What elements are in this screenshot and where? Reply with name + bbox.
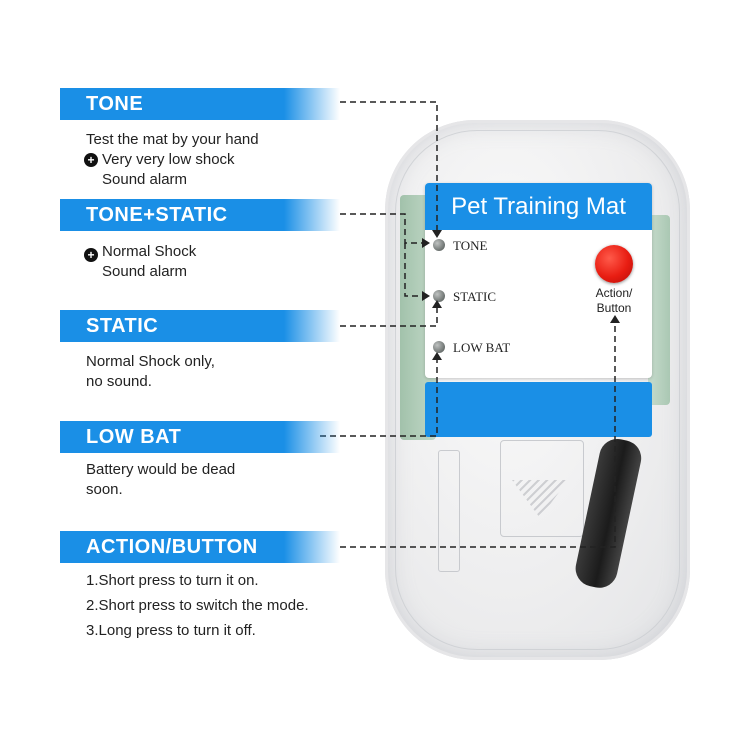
callout-tone-static-plus-line: Normal Shock [102, 243, 197, 260]
circuit-board-right [648, 215, 670, 405]
device-title: Pet Training Mat [425, 183, 652, 230]
callout-tone-plus-line: Sound alarm [102, 171, 188, 188]
callout-low-bat-desc: Battery would be dead soon. [86, 460, 235, 500]
callout-tone-static-plus-line: Sound alarm [102, 263, 188, 280]
callout-tone-desc: Test the mat by your hand + Very very lo… [84, 130, 259, 190]
arrowhead-low-bat [432, 352, 442, 360]
callout-tone-static-desc: + Normal Shock Sound alarm [84, 242, 197, 282]
callout-static-line: no sound. [86, 373, 152, 390]
arrowhead-tone-static-a [422, 238, 430, 248]
led-low-bat-icon [433, 341, 445, 353]
action-button[interactable] [595, 245, 633, 283]
arrowhead-action-button [610, 315, 620, 323]
arrowhead-tone [432, 230, 442, 238]
connector-tone-static-top [340, 213, 425, 244]
callout-static-desc: Normal Shock only, no sound. [86, 352, 215, 392]
callout-low-bat-line: Battery would be dead [86, 461, 236, 478]
connector-tone-static-bottom [404, 243, 425, 297]
connector-tone [340, 101, 438, 233]
indicator-tone-label: TONE [453, 238, 488, 253]
device-label-card: Pet Training Mat TONE STATIC LOW BAT [425, 183, 652, 378]
device-blue-strip [425, 382, 652, 437]
callout-tone-static-plus-block: + Normal Shock Sound alarm [84, 242, 197, 282]
led-tone-icon [433, 239, 445, 251]
callout-low-bat-line: soon. [86, 481, 123, 498]
callout-action-button-step: 3.Long press to turn it off. [86, 622, 256, 639]
callout-action-button-step: 2.Short press to switch the mode. [86, 597, 309, 614]
indicator-static-label: STATIC [453, 289, 497, 304]
action-button-label-line: Action/ [595, 286, 633, 300]
indicator-low-bat-label: LOW BAT [453, 340, 511, 355]
connector-action-button [340, 320, 616, 548]
device-ridge-left [438, 450, 460, 572]
device-rim [395, 130, 680, 650]
action-button-label-line: Button [596, 301, 632, 315]
plus-circle-icon: + [84, 153, 98, 167]
device-ridge-middle [500, 440, 584, 537]
arrowhead-tone-static-b [422, 291, 430, 301]
callout-action-button-title: ACTION/BUTTON [60, 531, 340, 563]
callout-tone-plus-line: Very very low shock [102, 151, 235, 168]
connector-static [340, 305, 438, 327]
indicator-tone: TONE [433, 237, 593, 255]
callout-static-title: STATIC [60, 310, 340, 342]
callout-tone-title: TONE [60, 88, 340, 120]
callout-low-bat-title: LOW BAT [60, 421, 340, 453]
callout-static-line: Normal Shock only, [86, 353, 215, 370]
led-static-icon [433, 290, 445, 302]
action-button-label: Action/ Button [578, 286, 650, 316]
callout-action-button-step: 1.Short press to turn it on. [86, 572, 259, 589]
arrowhead-static [432, 300, 442, 308]
indicator-low-bat: LOW BAT [433, 339, 593, 357]
callout-tone-line: Test the mat by your hand [86, 131, 259, 148]
indicator-static: STATIC [433, 288, 593, 306]
callout-action-button-steps: 1.Short press to turn it on. 2.Short pre… [86, 568, 309, 643]
callout-tone-plus-block: + Very very low shock Sound alarm [84, 150, 259, 190]
callout-tone-static-title: TONE+STATIC [60, 199, 340, 231]
plus-circle-icon: + [84, 248, 98, 262]
